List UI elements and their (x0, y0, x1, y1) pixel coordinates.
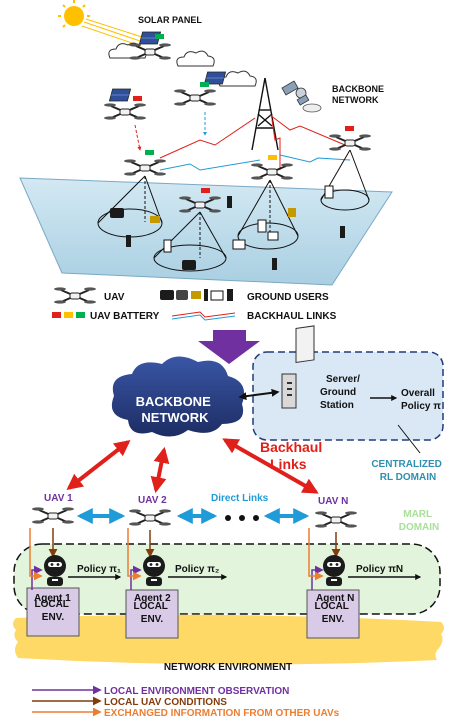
agent2-robot-icon (143, 555, 165, 586)
backbone-network-cloud (111, 356, 245, 437)
local-env-box: LOCAL ENV. (306, 589, 360, 639)
centralized-rl-label: CENTRALIZED RL DOMAIN (371, 459, 444, 483)
svg-text:LOCAL ENV.: LOCAL ENV. (34, 599, 71, 623)
battery-icon (201, 188, 210, 193)
svg-text:LOCAL ENV.: LOCAL ENV. (314, 601, 351, 625)
legend-backhaul-links: BACKHAUL LINKS (247, 311, 337, 322)
ground-users (110, 185, 345, 270)
cloud-icon (176, 50, 215, 67)
battery-legend-icon (52, 312, 85, 318)
cell-tower-icon (251, 77, 279, 151)
sun-rays (81, 18, 146, 47)
battery-icon (268, 155, 277, 160)
agent1-label: Agent 1 (34, 593, 71, 604)
solar-panel-icon (108, 88, 132, 102)
uav2-icon (128, 508, 172, 527)
backbone-network-label-top: BACKBONE NETWORK (332, 84, 387, 105)
ground-users-legend-icon (160, 289, 233, 301)
solar-panel-label: SOLAR PANEL (138, 15, 202, 25)
arrow-legend-icons (32, 685, 102, 717)
direct-links-label: Direct Links (211, 493, 269, 504)
network-environment-label: NETWORK ENVIRONMENT (164, 662, 292, 673)
battery-icon (200, 82, 209, 87)
local-env-box: LOCAL ENV. (26, 587, 80, 637)
legend-local-uav-conditions: LOCAL UAV CONDITIONS (104, 697, 227, 708)
uav-icon (173, 88, 217, 107)
agent-arrows (29, 528, 341, 590)
battery-icon (145, 150, 154, 155)
uav-icon (328, 133, 372, 152)
battery-icon (155, 34, 164, 39)
agent1-robot-icon (44, 555, 66, 586)
agentn-label: Agent N (316, 593, 354, 604)
legend-ground-users: GROUND USERS (247, 292, 329, 303)
backhaul-legend-icon (171, 311, 236, 321)
server-icon (281, 325, 315, 409)
uav1-icon (31, 506, 75, 525)
legend-uav: UAV (104, 292, 125, 303)
backhaul-links-top (134, 112, 351, 171)
uav-legend-icon (53, 286, 97, 305)
satellite-icon (281, 80, 322, 113)
marl-domain-label: MARL DOMAIN (399, 509, 440, 533)
uav-icon (103, 102, 147, 121)
backhaul-arrows (66, 438, 319, 494)
agent2-label: Agent 2 (134, 593, 171, 604)
centralized-pointer (397, 424, 421, 454)
uav-altitude-lines (144, 176, 271, 258)
sun-icon (58, 0, 90, 28)
server-label: Server/ Ground Station (320, 374, 363, 411)
legend-exchanged-info: EXCHANGED INFORMATION FROM OTHER UAVs (104, 708, 340, 719)
uav2-label: UAV 2 (138, 495, 167, 506)
battery-icon (133, 96, 142, 101)
legend-local-observation: LOCAL ENVIRONMENT OBSERVATION (104, 686, 289, 697)
battery-icon (345, 126, 354, 131)
uavn-label: UAV N (318, 496, 348, 507)
server-link-arrow (238, 388, 280, 401)
backhaul-links-label: Backhaul Links (260, 439, 326, 472)
backbone-network-label: BACKBONE NETWORK (136, 394, 215, 425)
policy2-label: Policy π₂ (175, 564, 219, 575)
policyn-label: Policy πN (356, 564, 403, 575)
uav1-label: UAV 1 (44, 493, 73, 504)
policy1-label: Policy π₁ (77, 564, 121, 575)
local-env-box: LOCAL ENV. (125, 589, 179, 639)
down-arrow (198, 330, 260, 364)
ellipsis-dots (225, 515, 259, 521)
svg-text:LOCAL ENV.: LOCAL ENV. (133, 601, 170, 625)
agentn-robot-icon (323, 555, 345, 586)
uav-icon (250, 162, 294, 181)
ground-plane (19, 177, 393, 286)
legend-uav-battery: UAV BATTERY (90, 311, 160, 322)
uavn-icon (314, 510, 358, 529)
uav-icon (123, 158, 167, 177)
overall-policy-label: Overall Policy π (401, 388, 441, 412)
